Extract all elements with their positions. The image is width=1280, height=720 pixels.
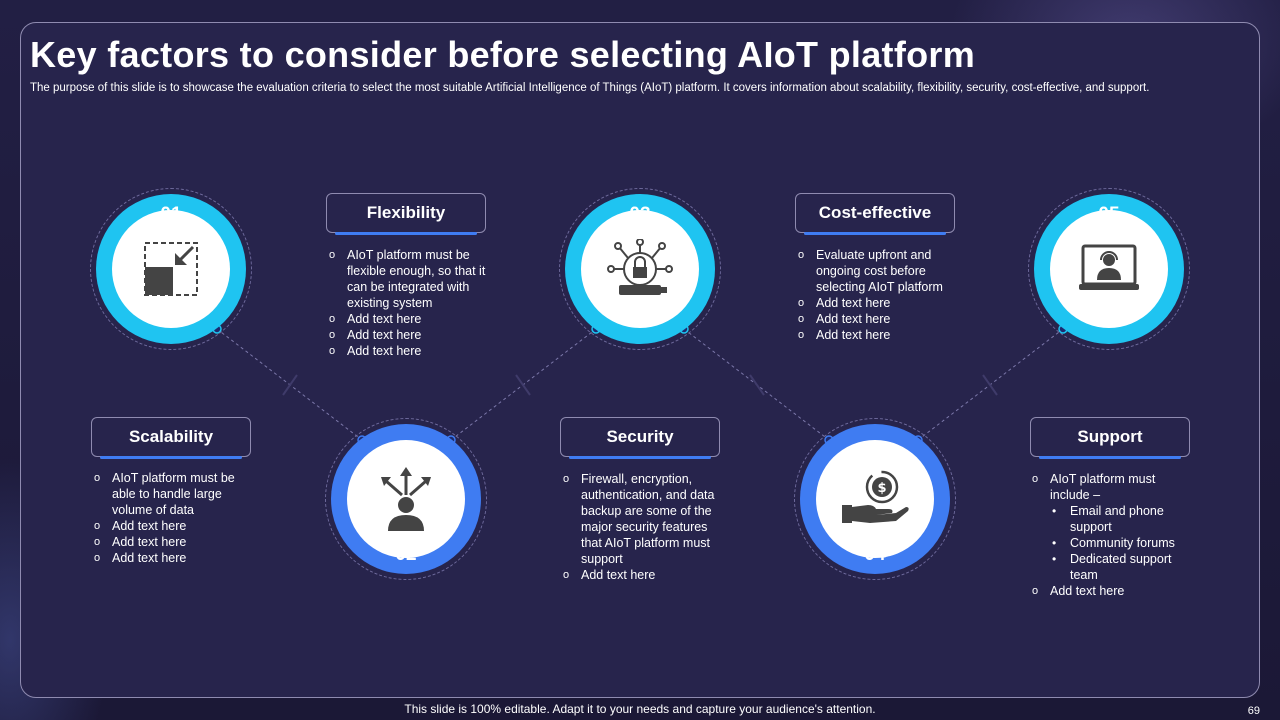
label-cost-effective: Cost-effective (795, 193, 955, 235)
factor-circle-04: 04 $ (794, 418, 956, 580)
label-security: Security (560, 417, 720, 459)
list-item: Add text here (798, 295, 958, 311)
label-flexibility: Flexibility (326, 193, 486, 235)
list-item: Add text here (329, 327, 491, 343)
laptop-support-icon (1079, 244, 1139, 290)
resize-icon (144, 242, 198, 296)
slide-title: Key factors to consider before selecting… (30, 34, 976, 75)
desc-scalability: AIoT platform must be able to handle lar… (94, 470, 254, 566)
factor-number: 01 (160, 204, 182, 225)
list-item: AIoT platform must include – (1032, 471, 1188, 503)
list-item: Add text here (94, 534, 254, 550)
lock-network-icon (607, 239, 673, 295)
dashed-ring (1028, 188, 1190, 350)
desc-flexibility: AIoT platform must be flexible enough, s… (329, 247, 491, 359)
icon-holder (112, 210, 230, 328)
factor-number: 05 (1098, 204, 1120, 225)
list-item: Firewall, encryption, authentication, an… (563, 471, 721, 567)
svg-text:$: $ (877, 481, 886, 496)
hand-dollar-icon: $ (842, 470, 909, 523)
factor-number: 03 (629, 204, 651, 225)
desc-security: Firewall, encryption, authentication, an… (563, 471, 721, 583)
list-subitem: Email and phone support (1032, 503, 1188, 535)
list-item: Evaluate upfront and ongoing cost before… (798, 247, 958, 295)
icon-holder: $ (816, 440, 934, 558)
icon-holder (581, 210, 699, 328)
dashed-ring (90, 188, 252, 350)
factor-number: 04 (864, 544, 886, 565)
desc-cost-effective: Evaluate upfront and ongoing cost before… (798, 247, 958, 343)
factor-circle-05: 05 (1028, 188, 1190, 350)
list-subitem: Community forums (1032, 535, 1188, 551)
list-item: AIoT platform must be flexible enough, s… (329, 247, 491, 311)
person-arrows-icon (381, 467, 431, 531)
desc-support: AIoT platform must include – Email and p… (1032, 471, 1188, 599)
icon-holder (347, 440, 465, 558)
factor-circle-01: 01 (90, 188, 252, 350)
label-support: Support (1030, 417, 1190, 459)
label-scalability: Scalability (91, 417, 251, 459)
list-item: Add text here (1032, 583, 1188, 599)
factor-circle-02: 02 (325, 418, 487, 580)
list-item: AIoT platform must be able to handle lar… (94, 470, 254, 518)
list-item: Add text here (563, 567, 721, 583)
list-item: Add text here (798, 311, 958, 327)
list-item: Add text here (94, 550, 254, 566)
icon-holder (1050, 210, 1168, 328)
page-number: 69 (1247, 705, 1260, 717)
factor-circle-03: 03 (559, 188, 721, 350)
dashed-ring (794, 418, 956, 580)
list-item: Add text here (94, 518, 254, 534)
slide-footer: This slide is 100% editable. Adapt it to… (404, 702, 876, 716)
list-item: Add text here (798, 327, 958, 343)
list-item: Add text here (329, 343, 491, 359)
dashed-ring (325, 418, 487, 580)
dashed-ring (559, 188, 721, 350)
factor-number: 02 (395, 544, 417, 565)
list-subitem: Dedicated support team (1032, 551, 1188, 583)
list-item: Add text here (329, 311, 491, 327)
slide-subtitle: The purpose of this slide is to showcase… (30, 82, 1150, 94)
